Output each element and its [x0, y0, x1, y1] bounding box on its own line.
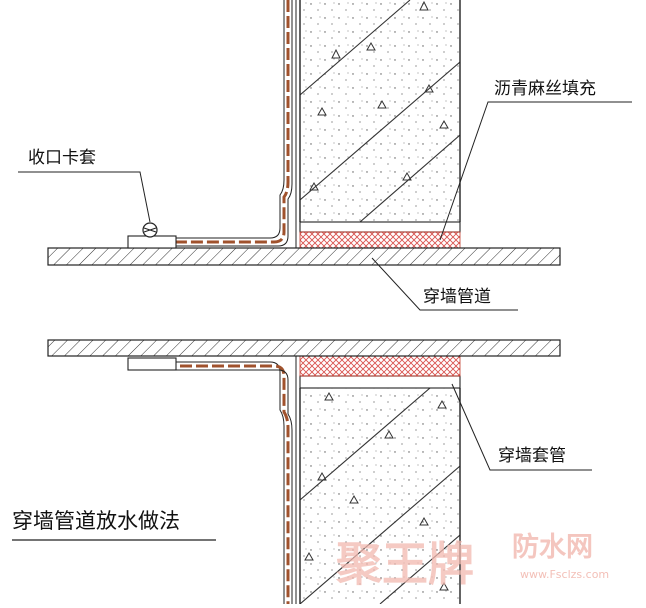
- filling-lower: [299, 355, 461, 377]
- watermark-url: www.Fsclzs.com: [520, 568, 609, 581]
- leader-lines: [18, 101, 632, 471]
- filling-upper: [299, 231, 461, 249]
- watermark: 聚王牌 防水网 www.Fsclzs.com: [335, 532, 609, 591]
- label-wall-sleeve: 穿墙套管: [498, 446, 566, 466]
- concrete-wall-upper: [299, 0, 461, 222]
- watermark-brand: 聚王牌: [335, 537, 474, 591]
- leader-wall-pipe: [371, 257, 518, 311]
- wall-sleeve-lower: [299, 375, 461, 389]
- label-asphalt-hemp-filling: 沥青麻丝填充: [494, 79, 596, 99]
- leader-filling: [439, 101, 632, 241]
- pipe-wall-upper: [47, 247, 561, 266]
- membrane-lower: [132, 356, 297, 604]
- watermark-site: 防水网: [512, 532, 593, 563]
- membrane-upper: [132, 0, 297, 248]
- closing-clamp-lower: [127, 357, 177, 371]
- closing-clamp: [127, 222, 177, 249]
- pipe-wall-lower: [47, 339, 561, 357]
- concrete-wall-lower: [299, 388, 461, 604]
- label-closing-clamp: 收口卡套: [28, 148, 96, 168]
- diagram-title: 穿墙管道放水做法: [12, 509, 180, 533]
- leader-wall-sleeve: [451, 383, 592, 471]
- label-wall-pipe: 穿墙管道: [423, 287, 491, 307]
- leader-closing-clamp: [18, 171, 151, 223]
- wall-sleeve-upper: [299, 221, 461, 233]
